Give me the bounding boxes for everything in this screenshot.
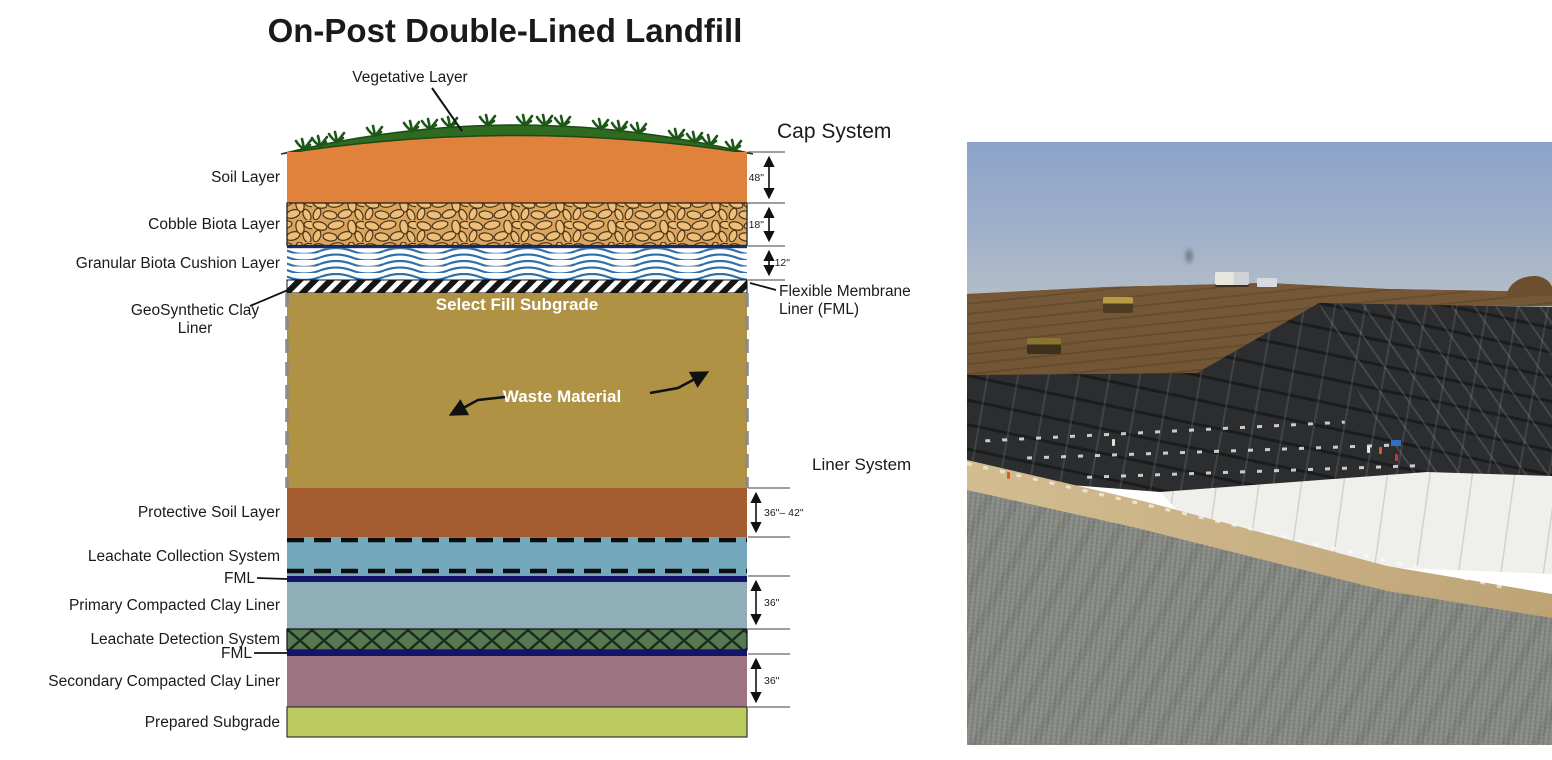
leachate-detection-label: Leachate Detection System bbox=[90, 631, 280, 648]
leachate-collection-label: Leachate Collection System bbox=[88, 548, 280, 565]
primary-dim-label: 36" bbox=[764, 597, 780, 609]
fml-full-leader bbox=[749, 282, 777, 291]
soil-layer-label: Soil Layer bbox=[211, 169, 280, 186]
photo-worker bbox=[1007, 472, 1010, 479]
flexible-membrane-liner-hatch bbox=[286, 279, 748, 294]
secondary-clay-liner bbox=[287, 656, 747, 707]
primary-clay-liner bbox=[287, 582, 747, 629]
select-fill-subgrade-label: Select Fill Subgrade bbox=[436, 295, 599, 314]
photo-truck bbox=[1215, 272, 1249, 285]
waste-material-label: Waste Material bbox=[503, 387, 621, 406]
photo-dirt-mound bbox=[1507, 276, 1552, 296]
secondary-dim-label: 36" bbox=[764, 675, 780, 687]
cobble-dim-label: 18" bbox=[749, 219, 765, 231]
protective-soil-label: Protective Soil Layer bbox=[138, 504, 280, 521]
fml-lower-band bbox=[287, 650, 747, 656]
photo-exhaust-smoke bbox=[1183, 246, 1195, 266]
granular-biota-cushion-layer bbox=[287, 248, 747, 280]
cobble-wave-separator bbox=[287, 245, 747, 249]
photo-bulldozer bbox=[1027, 338, 1061, 354]
fml-lower-label: FML bbox=[221, 645, 252, 662]
photo-worker bbox=[1395, 454, 1398, 461]
fml-upper-label: FML bbox=[224, 570, 255, 587]
landfill-diagram: On-Post Double-Lined Landfill Vegetative… bbox=[48, 12, 911, 738]
geosynthetic-clay-label-line2: Liner bbox=[178, 320, 212, 337]
photo-worker bbox=[1112, 439, 1115, 446]
waste-arrow-right bbox=[649, 371, 710, 395]
fml-upper-leader bbox=[256, 577, 288, 580]
cobble-biota-label: Cobble Biota Layer bbox=[148, 216, 280, 233]
photo-worker bbox=[1367, 446, 1370, 453]
granular-dim-label: 12" bbox=[775, 257, 791, 269]
page-title: On-Post Double-Lined Landfill bbox=[268, 12, 743, 49]
geosynthetic-leader-line bbox=[249, 289, 289, 307]
prepared-subgrade-layer bbox=[286, 706, 748, 738]
fml-full-label-line1: Flexible Membrane bbox=[779, 283, 911, 300]
prepared-subgrade-label: Prepared Subgrade bbox=[145, 714, 280, 731]
fml-full-label-line2: Liner (FML) bbox=[779, 301, 859, 318]
vegetative-leader-line bbox=[431, 87, 463, 132]
waste-arrow-left bbox=[448, 395, 506, 416]
liner-system-label: Liner System bbox=[812, 455, 911, 474]
photo-worker bbox=[1379, 447, 1382, 454]
cap-system-label: Cap System bbox=[777, 120, 891, 143]
cobble-biota-layer bbox=[286, 202, 748, 247]
fml-upper-band bbox=[287, 576, 747, 582]
secondary-clay-label: Secondary Compacted Clay Liner bbox=[48, 673, 280, 690]
vegetative-layer-label: Vegetative Layer bbox=[352, 69, 467, 86]
photo-bulldozer bbox=[1103, 297, 1133, 313]
protective-dim-label: 36"– 42" bbox=[764, 507, 804, 519]
protective-soil-layer bbox=[287, 488, 747, 537]
landfill-construction-photo bbox=[967, 142, 1552, 745]
cap-dimension-ticks bbox=[748, 151, 785, 281]
primary-clay-label: Primary Compacted Clay Liner bbox=[69, 597, 280, 614]
soil-layer bbox=[287, 152, 747, 203]
soil-dim-label: 48" bbox=[749, 172, 765, 184]
photo-pickup-truck bbox=[1257, 278, 1277, 287]
leachate-detection-layer bbox=[286, 628, 748, 651]
granular-biota-label: Granular Biota Cushion Layer bbox=[76, 255, 280, 272]
liner-dimension-ticks bbox=[748, 487, 790, 708]
geosynthetic-clay-label-line1: GeoSynthetic Clay bbox=[131, 302, 260, 319]
photo-blue-equipment bbox=[1391, 440, 1401, 446]
